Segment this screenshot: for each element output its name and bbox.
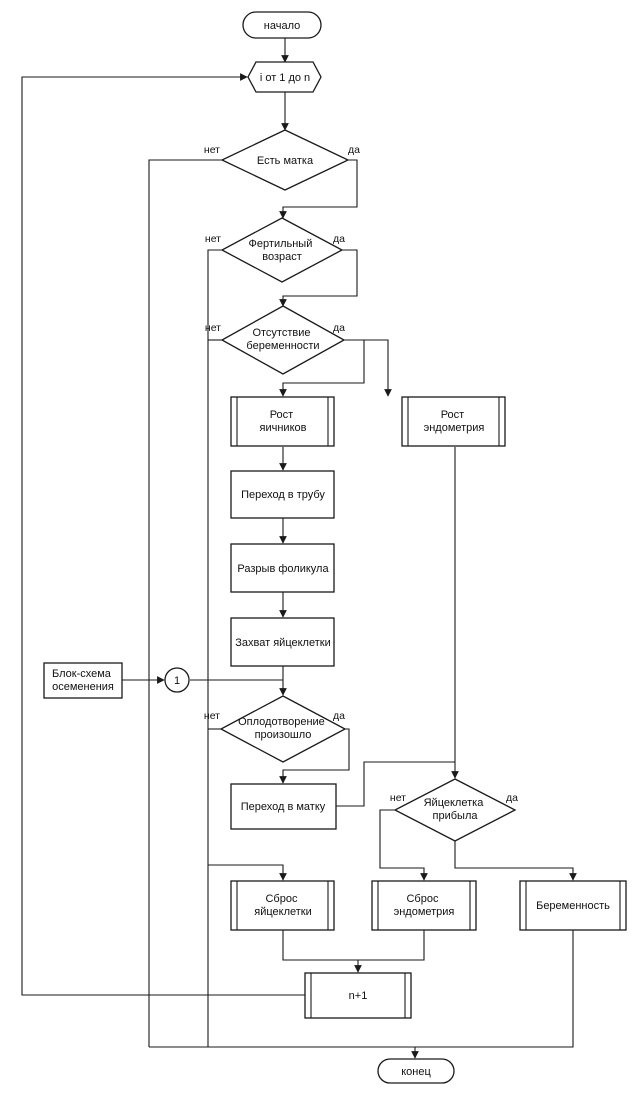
process-increment: n+1	[304, 972, 412, 1019]
no-label-fertile-age: нет	[205, 233, 221, 245]
process-ovary-growth: Рост яичников	[230, 396, 335, 447]
start-label: начало	[264, 20, 300, 32]
end-terminal: конец	[377, 1058, 455, 1084]
process-insemination-block: Блок-схема осеменения	[43, 662, 123, 699]
decision-fertile-age: Фертильный возраст	[220, 217, 344, 283]
decision-no-pregnancy: Отсутствие беременности	[220, 305, 346, 375]
insemination-block-label: Блок-схема осеменения	[52, 668, 114, 693]
process-egg-capture: Захват яйцеклетки	[230, 617, 335, 667]
process-uterus-transfer: Переход в матку	[230, 783, 337, 830]
egg-arrived-label: Яйцеклетка прибыла	[424, 797, 487, 822]
process-pregnancy: Беременность	[519, 880, 627, 931]
yes-label-no-pregnancy: да	[333, 322, 345, 334]
loop-block: i от 1 до n	[247, 61, 322, 93]
yes-label-egg-arrived: да	[506, 792, 518, 804]
increment-label: n+1	[349, 990, 368, 1002]
process-endometrium-growth: Рост эндометрия	[401, 396, 506, 447]
connector-1: 1	[164, 667, 190, 693]
process-endometrium-reset: Сброс эндометрия	[371, 880, 477, 931]
uterus-transfer-label: Переход в матку	[241, 801, 326, 813]
pregnancy-label: Беременность	[536, 900, 610, 912]
tube-transfer-label: Переход в трубу	[241, 489, 325, 501]
decision-fertilization: Оплодотворение произошло	[219, 695, 347, 763]
follicle-rupture-label: Разрыв фоликула	[237, 563, 329, 575]
process-egg-reset: Сброс яйцеклетки	[230, 880, 335, 931]
process-tube-transfer: Переход в трубу	[230, 470, 335, 519]
no-pregnancy-label: Отсутствие беременности	[246, 327, 319, 352]
start-terminal: начало	[242, 11, 322, 39]
decision-egg-arrived: Яйцеклетка прибыла	[393, 778, 517, 842]
no-label-fertilization: нет	[204, 710, 220, 722]
endometrium-reset-label: Сброс эндометрия	[394, 893, 455, 918]
egg-capture-label: Захват яйцеклетки	[235, 637, 330, 649]
connector-lines	[21, 38, 577, 1059]
branch-labels: нет да нет да нет да нет да нет да	[204, 144, 518, 804]
no-label-no-pregnancy: нет	[205, 322, 221, 334]
ovary-growth-label: Рост яичников	[260, 409, 307, 434]
egg-reset-label: Сброс яйцеклетки	[254, 893, 312, 918]
has-uterus-label: Есть матка	[257, 155, 314, 167]
fertilization-label: Оплодотворение произошло	[238, 716, 328, 741]
process-follicle-rupture: Разрыв фоликула	[230, 543, 335, 593]
fertile-age-label: Фертильный возраст	[249, 238, 316, 263]
loop-label: i от 1 до n	[260, 72, 310, 84]
connector-1-label: 1	[174, 675, 180, 687]
decision-has-uterus: Есть матка	[220, 129, 350, 191]
end-label: конец	[401, 1066, 431, 1078]
no-label-egg-arrived: нет	[390, 792, 406, 804]
yes-label-fertile-age: да	[333, 233, 345, 245]
yes-label-fertilization: да	[333, 710, 345, 722]
no-label-has-uterus: нет	[204, 144, 220, 156]
yes-label-has-uterus: да	[348, 144, 360, 156]
endometrium-growth-label: Рост эндометрия	[424, 409, 485, 434]
